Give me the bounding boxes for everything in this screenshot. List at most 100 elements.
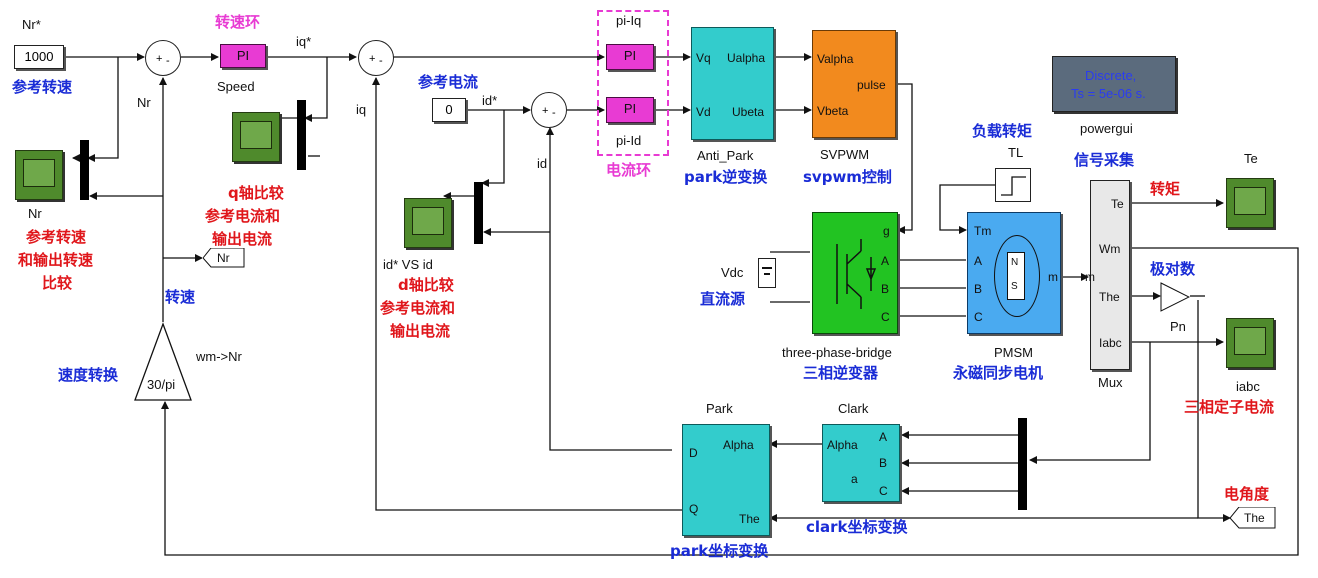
powergui-block[interactable]: Discrete, Ts = 5e-06 s. xyxy=(1052,56,1176,112)
speed-reference-constant[interactable]: 1000 xyxy=(14,45,64,69)
d-compare-line2: 参考电流和 xyxy=(380,299,456,317)
id-scope-mux[interactable] xyxy=(474,182,483,244)
tl-label: TL xyxy=(1008,145,1024,160)
inverter-g: g xyxy=(883,224,890,238)
current-loop-label: 电流环 xyxy=(606,161,652,179)
pmsm-block[interactable]: Tm A B C m N S xyxy=(967,212,1061,334)
nr-compare-line3: 比较 xyxy=(42,274,73,292)
nr-scope[interactable] xyxy=(15,150,63,200)
mux-m: m xyxy=(1085,270,1095,284)
clark-block[interactable]: Alpha a A B C xyxy=(822,424,900,502)
svpwm-block[interactable]: Valpha pulse Vbeta xyxy=(812,30,896,138)
ref-current-label: 参考电流 xyxy=(418,73,479,91)
d-compare-line1: d轴比较 xyxy=(398,276,454,294)
svpwm-pulse: pulse xyxy=(857,78,886,92)
inverter-block[interactable]: g A B C xyxy=(812,212,898,334)
speed-gain-block[interactable]: 30/pi xyxy=(133,322,193,402)
clark-a-small: a xyxy=(851,472,858,486)
te-scope[interactable] xyxy=(1226,178,1274,228)
pmsm-desc: 永磁同步电机 xyxy=(953,364,1044,382)
speed-loop-label: 转速环 xyxy=(215,13,261,31)
inverter-a: A xyxy=(881,254,890,268)
load-torque-label: 负载转矩 xyxy=(972,122,1033,140)
inverter-b: B xyxy=(881,282,890,296)
inverter-name: three-phase-bridge xyxy=(782,345,892,360)
svpwm-vbeta: Vbeta xyxy=(817,104,849,118)
iq-sum-block[interactable]: +- xyxy=(358,40,394,76)
clark-a: A xyxy=(879,430,888,444)
iabc-demux[interactable] xyxy=(1018,418,1027,510)
mux-te: Te xyxy=(1111,197,1124,211)
igbt-icon xyxy=(836,239,877,309)
dc-source-label: 直流源 xyxy=(700,290,746,308)
anti-park-vq: Vq xyxy=(696,51,711,65)
iabc-scope-name: iabc xyxy=(1236,379,1260,394)
anti-park-block[interactable]: Vq Ualpha Vd Ubeta xyxy=(691,27,774,140)
q-scope-mux[interactable] xyxy=(297,100,306,170)
pmsm-b: B xyxy=(974,282,983,296)
pi-id-label: pi-Id xyxy=(616,133,642,148)
id-pi-block[interactable]: PI xyxy=(606,97,654,123)
torque-label: 转矩 xyxy=(1150,180,1181,198)
speed-pi-text: PI xyxy=(236,48,250,63)
motor-n: N xyxy=(1011,257,1019,268)
pole-pairs-gain[interactable] xyxy=(1160,282,1190,312)
measurement-demux[interactable]: Te Wm m The Iabc xyxy=(1085,180,1130,370)
speed-convert-label: 速度转换 xyxy=(58,366,119,384)
powergui-name: powergui xyxy=(1080,121,1133,136)
speed-pi-block[interactable]: PI xyxy=(220,44,266,68)
anti-park-desc: park逆变换 xyxy=(684,168,768,186)
pmsm-a: A xyxy=(974,254,983,268)
powergui-line2: Ts = 5e-06 s. xyxy=(1071,86,1146,101)
iq-star-label: iq* xyxy=(296,34,312,49)
goto-nr-tag[interactable]: Nr xyxy=(203,248,245,268)
id-star-label: id* xyxy=(482,93,498,108)
goto-nr-text: Nr xyxy=(217,251,230,265)
clark-title: Clark xyxy=(838,401,869,416)
nr-ref-label: Nr* xyxy=(22,17,41,32)
speed-sum-block[interactable]: +- xyxy=(145,40,181,76)
iabc-scope[interactable] xyxy=(1226,318,1274,368)
park-the: The xyxy=(739,512,760,526)
motor-icon: N S xyxy=(994,235,1040,317)
clark-alpha: Alpha xyxy=(827,438,858,452)
current-loop-group xyxy=(597,10,669,156)
te-scope-name: Te xyxy=(1244,151,1258,166)
current-reference-constant[interactable]: 0 xyxy=(432,98,466,122)
dc-source-block[interactable] xyxy=(758,258,776,288)
scope-screen xyxy=(1234,187,1266,215)
iq-label: iq xyxy=(356,102,367,117)
q-compare-line1: q轴比较 xyxy=(228,184,284,202)
wm-to-nr-label: wm->Nr xyxy=(196,349,242,364)
nr-scope-mux[interactable] xyxy=(80,140,89,200)
id-label: id xyxy=(537,156,548,171)
park-q: Q xyxy=(689,502,699,516)
svpwm-desc: svpwm控制 xyxy=(803,168,892,186)
anti-park-ubeta: Ubeta xyxy=(732,105,765,119)
pole-pairs-label: 极对数 xyxy=(1150,260,1196,278)
park-block[interactable]: D Alpha Q The xyxy=(682,424,770,536)
iq-pi-text: PI xyxy=(623,48,637,63)
id-compare-scope[interactable] xyxy=(404,198,452,248)
id-sum-block[interactable]: +- xyxy=(531,92,567,128)
q-compare-line2: 参考电流和 xyxy=(205,207,281,225)
mux-the: The xyxy=(1099,290,1120,304)
nr-feedback-label: Nr xyxy=(137,95,151,110)
goto-the-text: The xyxy=(1244,511,1265,525)
id-scope-name: id* VS id xyxy=(383,257,433,272)
gain-text: 30/pi xyxy=(147,377,176,392)
park-alpha: Alpha xyxy=(723,438,754,452)
nr-compare-line1: 参考转速 xyxy=(26,228,87,246)
powergui-line1: Discrete, xyxy=(1085,68,1137,83)
goto-the-tag[interactable]: The xyxy=(1230,507,1276,529)
load-step-block[interactable] xyxy=(995,168,1031,202)
svpwm-valpha: Valpha xyxy=(817,52,854,66)
park-title: Park xyxy=(706,401,733,416)
motor-s: S xyxy=(1011,281,1018,292)
pi-iq-label: pi-Iq xyxy=(616,13,642,28)
speed-label: 转速 xyxy=(165,288,196,306)
q-compare-scope[interactable] xyxy=(232,112,280,162)
q-compare-line3: 输出电流 xyxy=(212,230,273,248)
pn-label: Pn xyxy=(1170,319,1186,334)
iq-pi-block[interactable]: PI xyxy=(606,44,654,70)
